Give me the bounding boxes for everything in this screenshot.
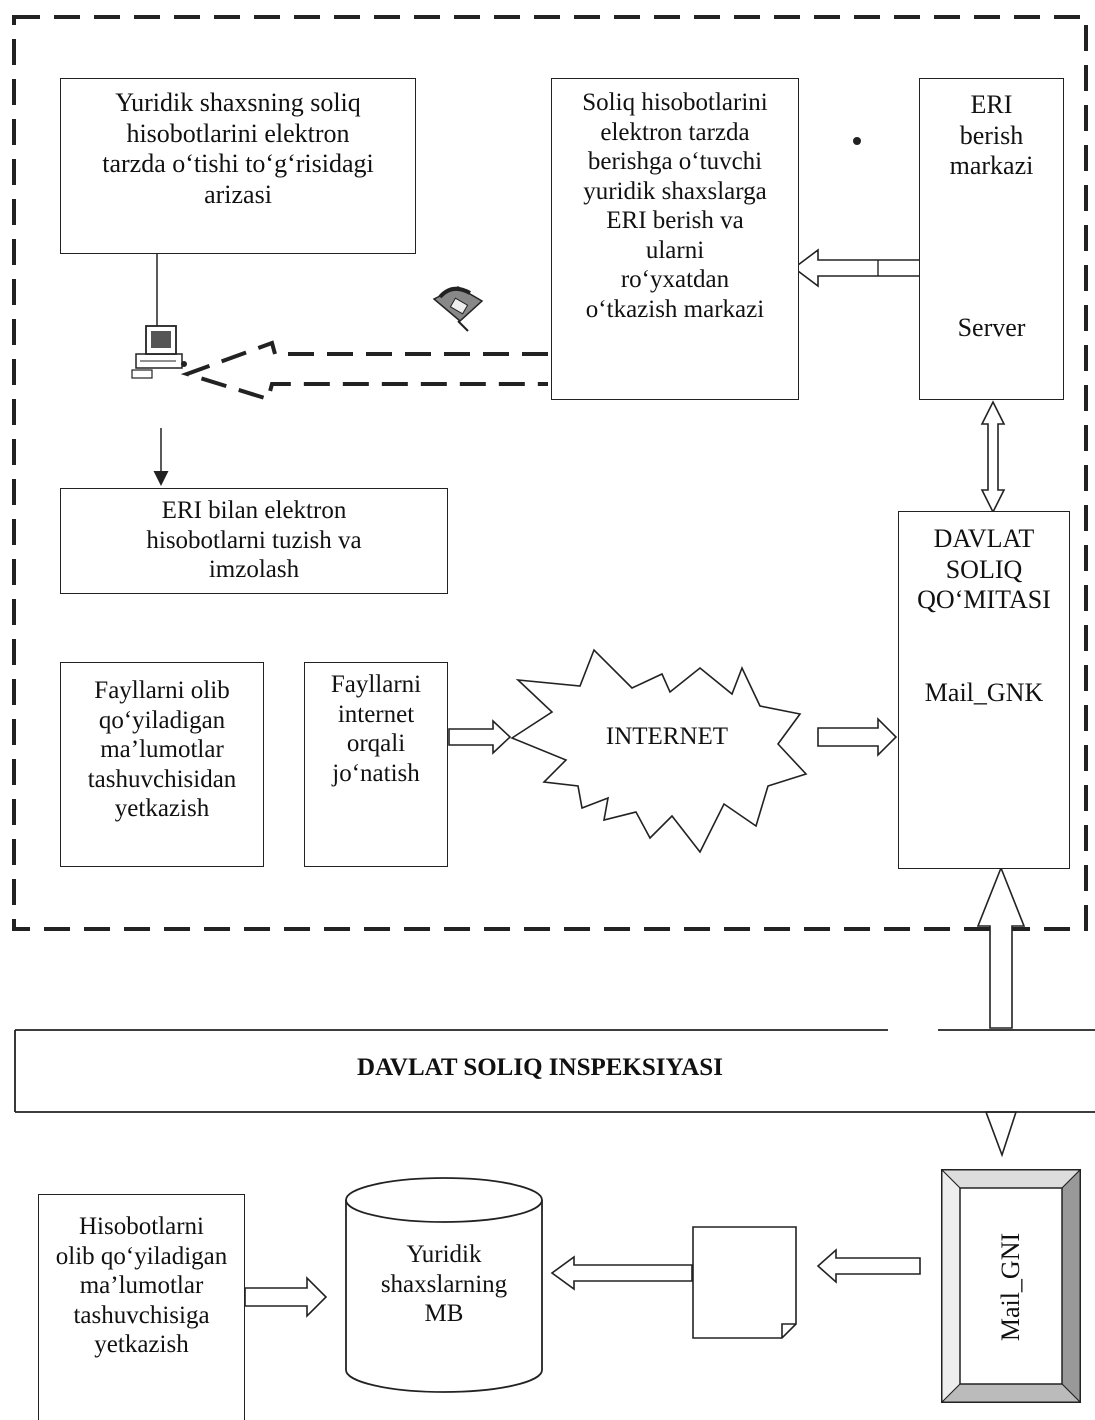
internet-label: INTERNET xyxy=(605,723,729,750)
arrow-files-internet xyxy=(448,719,512,755)
sign-reports-text: ERI bilan elektron hisobotlarni tuzish v… xyxy=(146,497,362,583)
sign-reports-box xyxy=(60,488,448,594)
deliver-files-media-box xyxy=(60,662,264,867)
document-icon xyxy=(692,1226,797,1339)
arrow-server-committee xyxy=(980,400,1006,514)
application-text: Yuridik shaxsning soliq hisobotlarini el… xyxy=(102,88,374,210)
send-files-internet-box xyxy=(304,662,448,867)
send-files-internet-text: Fayllarni internet orqali jo‘natish xyxy=(330,671,422,787)
deliver-reports-media-box xyxy=(38,1194,245,1420)
arrow-internet-committee xyxy=(817,717,898,757)
dashed-arrow-to-computer xyxy=(180,340,548,402)
computer-icon xyxy=(131,325,187,379)
deliver-reports-media-text: Hisobotlarni olib qo‘yiladigan ma’lumotl… xyxy=(55,1213,228,1358)
arrow-reports-database xyxy=(244,1276,328,1318)
state-tax-committee-text: DAVLAT SOLIQ QO‘MITASI xyxy=(917,524,1051,615)
mail-gnk-text: Mail_GNK xyxy=(924,678,1044,707)
starburst-icon xyxy=(510,648,808,854)
mail-gni-frame xyxy=(940,1168,1082,1404)
dot-marker xyxy=(853,137,861,145)
state-tax-committee-box xyxy=(898,511,1070,869)
telephone-icon xyxy=(432,286,484,332)
system-boundary xyxy=(12,15,1088,931)
tax-inspectorate-title: DAVLAT SOLIQ INSPEKSIYASI xyxy=(357,1054,723,1081)
deliver-files-media-text: Fayllarni olib qo‘yiladigan ma’lumotlar … xyxy=(87,677,237,822)
eri-center-text: ERI berish markazi xyxy=(949,90,1034,181)
mail-gni-text: Mail_GNI xyxy=(996,1232,1025,1342)
eri-center-box xyxy=(919,78,1064,400)
arrow-inspectorate-committee xyxy=(976,865,1026,1029)
arrow-inspectorate-mailgni xyxy=(984,1111,1018,1158)
registration-center-text: Soliq hisobotlarini elektron tarzda beri… xyxy=(582,89,768,323)
arrow-mailgni-document xyxy=(816,1248,921,1284)
arrow-document-database xyxy=(550,1255,693,1291)
legal-entities-db-text: Yuridik shaxslarning MB xyxy=(380,1241,508,1327)
application-box xyxy=(60,78,416,254)
registration-center-box xyxy=(551,78,799,400)
database-cylinder-icon xyxy=(345,1177,543,1393)
server-text: Server xyxy=(957,313,1026,342)
